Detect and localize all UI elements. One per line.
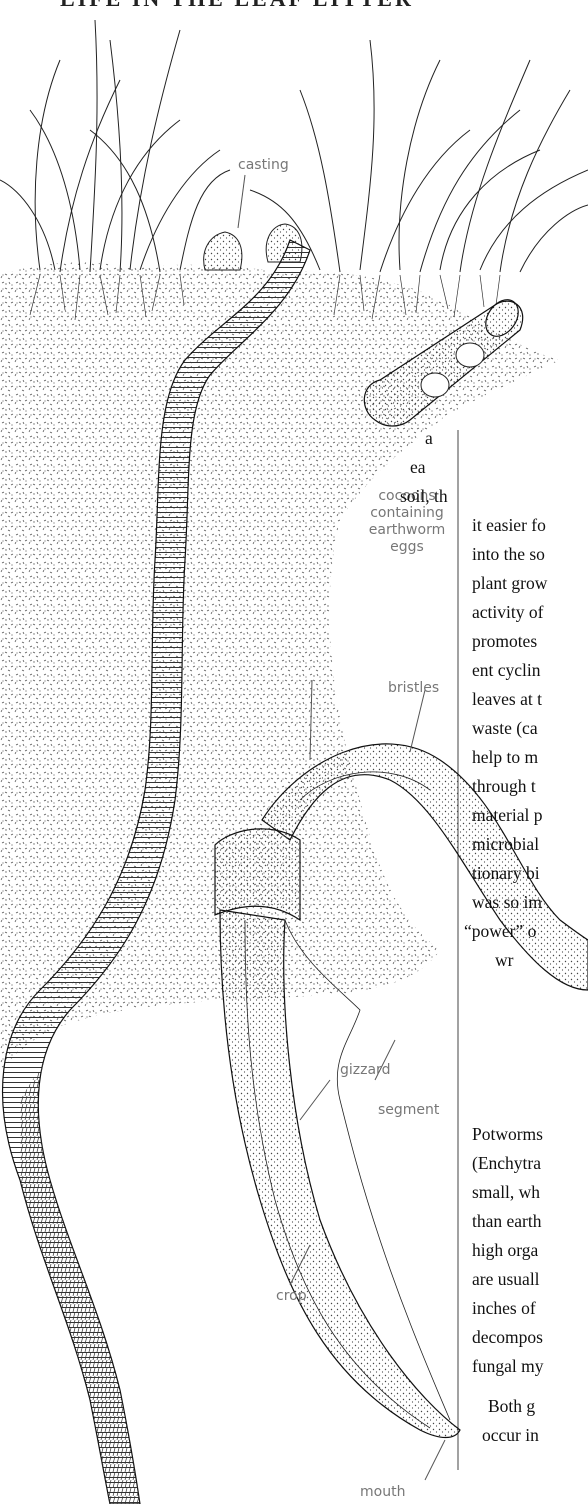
text-line: through t (472, 772, 536, 801)
text-line: wr (495, 946, 513, 975)
text-line: decompos (472, 1323, 543, 1352)
text-line: activity of (472, 598, 543, 627)
label-casting: casting (238, 157, 289, 174)
text-line: are usuall (472, 1265, 540, 1294)
grass-left (0, 20, 230, 272)
text-line: Both g (488, 1392, 535, 1421)
casting-left (204, 232, 242, 270)
text-line: promotes (472, 627, 537, 656)
label-cocoons-line: earthworm (362, 522, 452, 539)
text-line: waste (ca (472, 714, 538, 743)
text-line: microbial (472, 830, 539, 859)
text-line: soil, th (400, 482, 448, 511)
label-cocoons-line: eggs (362, 539, 452, 556)
text-line: ea (410, 453, 426, 482)
label-segment: segment (378, 1102, 439, 1119)
text-line: high orga (472, 1236, 538, 1265)
label-crop: crop (276, 1288, 307, 1305)
text-line: leaves at t (472, 685, 542, 714)
text-line: ent cyclin (472, 656, 541, 685)
text-line: fungal my (472, 1352, 543, 1381)
text-line: “power” o (464, 917, 536, 946)
text-line: (Enchytra (472, 1149, 541, 1178)
text-line: Potworms (472, 1120, 543, 1149)
text-line: than earth (472, 1207, 541, 1236)
text-line: it easier fo (472, 511, 546, 540)
label-bristles: bristles (388, 680, 439, 697)
text-line: a (425, 424, 433, 453)
text-line: occur in (482, 1421, 539, 1450)
text-line: was so im (472, 888, 542, 917)
text-line: small, wh (472, 1178, 540, 1207)
label-mouth: mouth (360, 1484, 405, 1501)
text-line: plant grow (472, 569, 547, 598)
text-line: material p (472, 801, 542, 830)
text-line: help to m (472, 743, 538, 772)
text-line: tionary bi (472, 859, 540, 888)
text-line: inches of (472, 1294, 536, 1323)
label-gizzard: gizzard (340, 1062, 390, 1079)
text-line: into the so (472, 540, 545, 569)
